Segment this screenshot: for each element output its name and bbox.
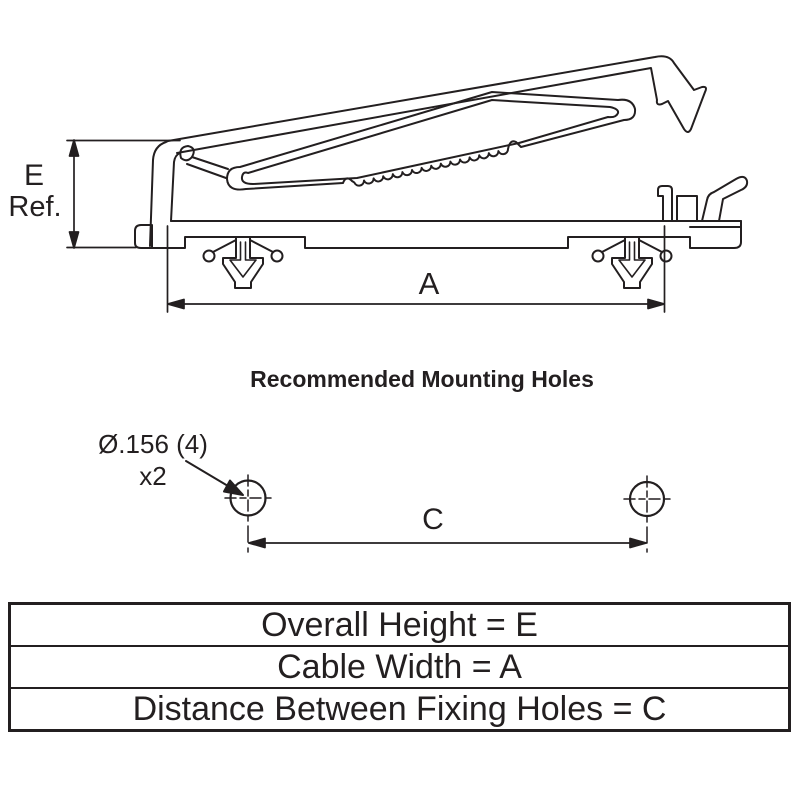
a-dim-label: A xyxy=(418,266,440,301)
latch-assembly xyxy=(657,175,749,222)
hinge-bump xyxy=(179,145,195,162)
band-inner xyxy=(240,99,620,185)
legend-row-fixing-holes: Distance Between Fixing Holes = C xyxy=(11,687,788,729)
e-extension-lines xyxy=(66,139,181,249)
hole-quantity-note: x2 xyxy=(139,461,167,491)
a-extension-lines xyxy=(166,225,666,313)
hole-diameter-note: Ø.156 (4) xyxy=(98,429,208,459)
push-pin-right xyxy=(591,236,673,289)
mounting-hole-right xyxy=(623,475,671,553)
hole-leader xyxy=(185,460,244,496)
mounting-hole-left xyxy=(224,474,272,553)
hinge-link xyxy=(186,156,229,179)
a-arrow-right-icon xyxy=(647,298,665,310)
legend-row-cable-width: Cable Width = A xyxy=(11,645,788,687)
mounting-holes-title: Recommended Mounting Holes xyxy=(250,366,594,392)
band-outer xyxy=(226,91,637,191)
clamp-left-wall xyxy=(149,140,229,247)
latch-post xyxy=(657,185,673,222)
legend-row-overall-height: Overall Height = E xyxy=(261,606,538,644)
dimension-a xyxy=(166,225,666,313)
leader-arrowhead-icon xyxy=(223,479,244,496)
c-arrow-left-icon xyxy=(248,537,266,549)
e-arrow-up-icon xyxy=(68,139,80,157)
lid-outline xyxy=(167,55,707,154)
c-arrow-right-icon xyxy=(629,537,647,549)
clamp-lid-and-arrow xyxy=(167,55,707,154)
e-dim-ref-label: Ref. xyxy=(8,191,62,223)
base-plate xyxy=(134,220,742,249)
push-pin-left xyxy=(202,236,284,289)
e-dim-label: E xyxy=(23,159,44,192)
latch-handle xyxy=(701,175,749,222)
e-arrow-down-icon xyxy=(68,231,80,249)
dimension-c xyxy=(248,537,647,549)
ratchet-band xyxy=(226,91,637,191)
c-dim-label: C xyxy=(422,503,444,536)
a-arrow-left-icon xyxy=(167,298,185,310)
legend-table: Overall Height = E Cable Width = A Dista… xyxy=(8,602,791,732)
latch-pawl xyxy=(676,195,698,222)
dimension-e xyxy=(66,139,181,249)
